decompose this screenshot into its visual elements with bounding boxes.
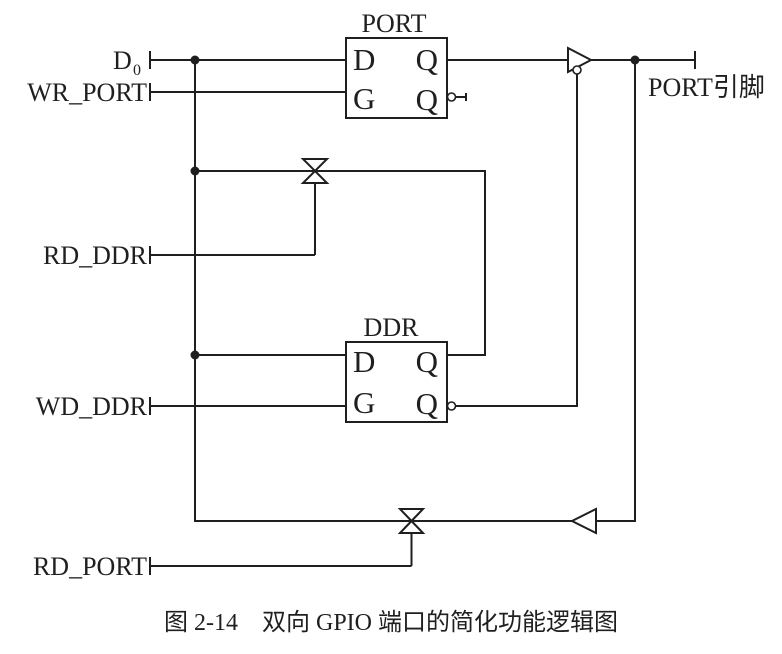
label-wr-port: WR_PORT — [27, 78, 147, 107]
ddr-latch-title: DDR — [364, 313, 420, 342]
ddr-qn-inversion-bubble — [446, 401, 457, 411]
rd-port-switch-bottom-icon — [397, 519, 426, 534]
ddr-pin-g-label: G — [353, 385, 375, 420]
junction-dot-port-pin — [630, 55, 640, 65]
rd-ddr-switch-bottom-icon — [300, 169, 330, 184]
wire-pin-feedback — [596, 60, 636, 522]
rd-port-switch — [397, 508, 426, 534]
port-pin-q-label: Q — [416, 42, 438, 77]
junction-dots — [190, 55, 640, 360]
figure-caption: 图 2-14 双向 GPIO 端口的简化功能逻辑图 — [164, 609, 618, 636]
label-wd-ddr: WD_DDR — [36, 392, 148, 421]
wire-ddr-qn-to-enable — [456, 74, 578, 407]
junction-dot-ddr-d — [190, 350, 200, 360]
port-pin-qn-label: Q — [416, 82, 438, 117]
ddr-pin-qn-label: Q — [416, 386, 438, 421]
signal-labels: D 0 WR_PORT RD_DDR WD_DDR RD_PORT PORT引脚 — [27, 46, 765, 581]
rd-ddr-switch — [300, 158, 330, 184]
rd-port-switch-top-icon — [397, 508, 426, 523]
label-d0: D — [113, 46, 132, 75]
wire-data-bus — [194, 60, 572, 522]
input-read-buffer — [569, 507, 597, 535]
wires — [150, 59, 695, 567]
junction-dot-readback — [190, 166, 200, 176]
port-latch: PORT D Q G Q — [345, 9, 457, 119]
ddr-latch-box — [345, 341, 448, 423]
port-latch-title: PORT — [362, 9, 427, 38]
label-port-pin: PORT引脚 — [648, 73, 765, 102]
enable-inversion-bubble — [572, 65, 582, 75]
junction-dot-d0 — [190, 55, 200, 65]
label-rd-ddr: RD_DDR — [43, 241, 148, 270]
terminal-ticks — [149, 51, 696, 575]
label-d0-subscript: 0 — [133, 62, 141, 79]
wire-ddr-q-readback — [195, 170, 486, 356]
input-buffer-icon — [569, 507, 597, 535]
ddr-latch: DDR D Q G Q — [345, 313, 457, 423]
port-pin-d-label: D — [353, 42, 375, 77]
label-rd-port: RD_PORT — [33, 552, 147, 581]
port-qn-inversion-bubble — [446, 92, 457, 102]
ddr-pin-q-label: Q — [416, 344, 438, 379]
ddr-pin-d-label: D — [353, 344, 375, 379]
port-pin-g-label: G — [353, 81, 375, 116]
port-latch-box — [345, 37, 448, 119]
rd-ddr-switch-top-icon — [300, 158, 330, 173]
output-driver-buffer — [567, 46, 594, 75]
